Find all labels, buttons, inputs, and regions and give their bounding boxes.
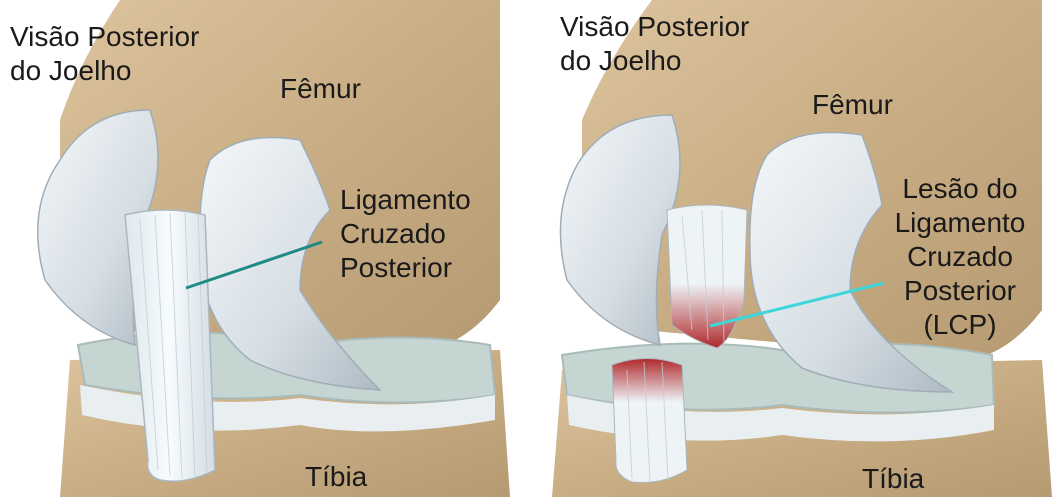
view-title-line-2: do Joelho [10, 54, 199, 88]
femur-label: Fêmur [812, 88, 893, 122]
tibia-label: Tíbia [862, 462, 924, 496]
view-title-line-2: do Joelho [560, 44, 749, 78]
injury-label-line-4: Posterior [890, 274, 1030, 308]
injury-label-line-1: Lesão do [890, 172, 1030, 206]
view-title-line-1: Visão Posterior [560, 10, 749, 44]
view-title: Visão Posterior do Joelho [10, 20, 199, 88]
ligament-label-line-1: Ligamento [340, 183, 471, 217]
ligament-label-line-2: Cruzado [340, 217, 471, 251]
left-panel-intact-knee: Visão Posterior do Joelho Fêmur Ligament… [0, 0, 532, 497]
femur-label: Fêmur [280, 72, 361, 106]
injury-label-line-3: Cruzado [890, 240, 1030, 274]
ligament-label-line-3: Posterior [340, 251, 471, 285]
ligament-label: Ligamento Cruzado Posterior [340, 183, 471, 285]
tibia-label: Tíbia [305, 460, 367, 494]
view-title-line-1: Visão Posterior [10, 20, 199, 54]
view-title: Visão Posterior do Joelho [560, 10, 749, 78]
injury-label: Lesão do Ligamento Cruzado Posterior (LC… [890, 172, 1030, 342]
injury-label-line-2: Ligamento [890, 206, 1030, 240]
injury-label-line-5: (LCP) [890, 308, 1030, 342]
right-panel-injured-knee: Visão Posterior do Joelho Fêmur Lesão do… [532, 0, 1064, 497]
